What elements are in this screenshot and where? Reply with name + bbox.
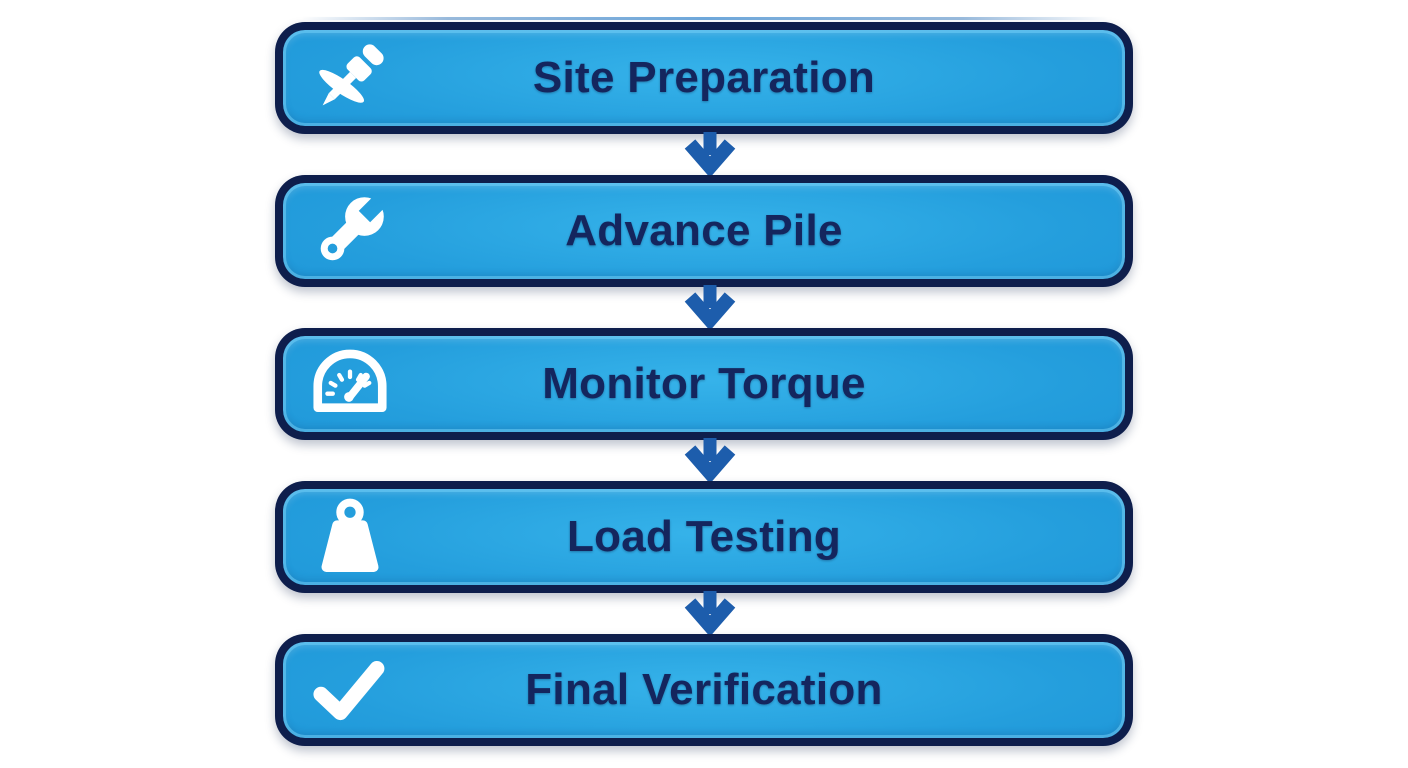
step-body: Advance Pile — [283, 183, 1125, 279]
step-label: Site Preparation — [532, 53, 876, 102]
step-site-preparation: Site Preparation — [275, 22, 1133, 134]
arrow-down-icon — [682, 131, 738, 175]
checkmark-icon — [307, 647, 393, 733]
arrow-down-icon — [682, 590, 738, 634]
step-body: Monitor Torque — [283, 336, 1125, 432]
step-load-testing: Load Testing — [275, 481, 1133, 593]
step-label: Load Testing — [566, 512, 842, 561]
step-advance-pile: Advance Pile — [275, 175, 1133, 287]
arrow-down-icon — [682, 284, 738, 328]
step-monitor-torque: Monitor Torque — [275, 328, 1133, 440]
step-label: Advance Pile — [565, 206, 843, 255]
step-body: Final Verification — [283, 642, 1125, 738]
wrench-icon — [307, 188, 393, 274]
step-label: Monitor Torque — [542, 359, 866, 408]
step-body: Site Preparation — [283, 30, 1125, 126]
divider-line — [302, 17, 1108, 20]
step-body: Load Testing — [283, 489, 1125, 585]
arrow-down-icon — [682, 437, 738, 481]
step-label: Final Verification — [525, 665, 883, 714]
step-final-verification: Final Verification — [275, 634, 1133, 746]
gauge-icon — [307, 341, 393, 427]
screwdriver-icon — [307, 35, 393, 121]
weight-icon — [307, 494, 393, 580]
